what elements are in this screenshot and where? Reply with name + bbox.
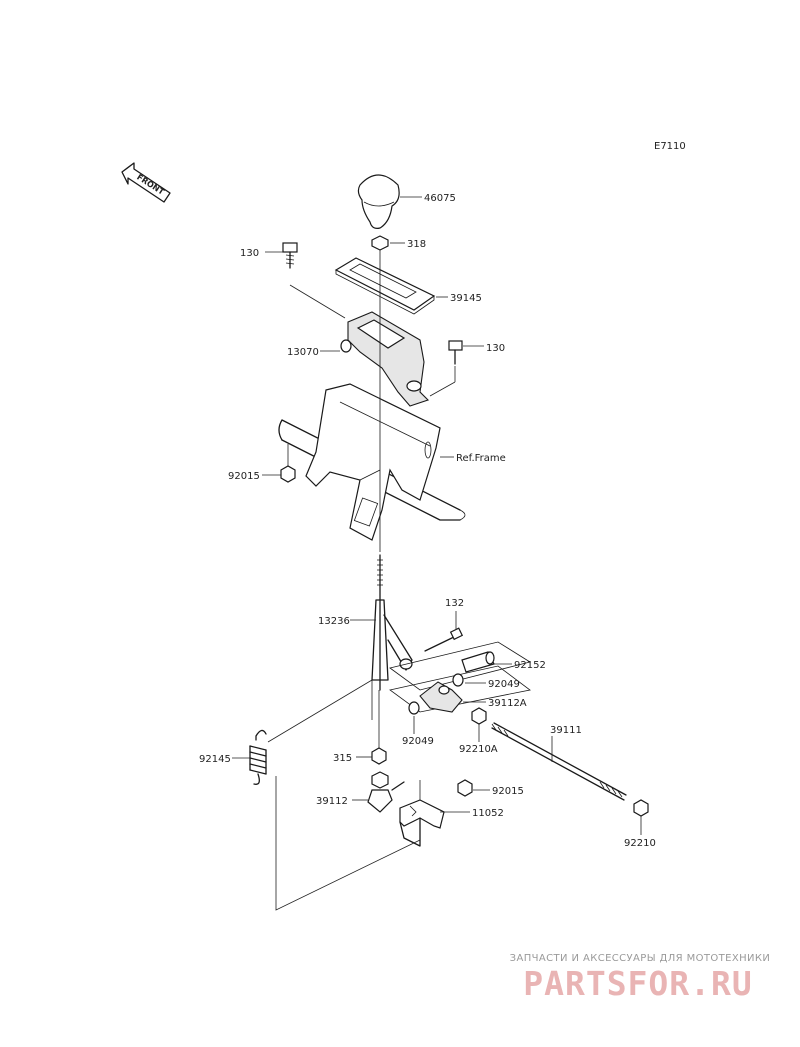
label-46075: 46075 xyxy=(424,193,456,204)
label-92152: 92152 xyxy=(514,660,546,671)
label-92049-lower: 92049 xyxy=(402,736,434,747)
label-13236: 13236 xyxy=(318,616,350,627)
label-130-left: 130 xyxy=(240,248,259,259)
cover-plate xyxy=(334,257,436,315)
label-39111: 39111 xyxy=(550,725,582,736)
label-92145: 92145 xyxy=(199,754,231,765)
label-130-right: 130 xyxy=(486,343,505,354)
label-92210a: 92210A xyxy=(459,744,498,755)
washer-92049-lower xyxy=(408,701,420,715)
arm-39112a xyxy=(419,681,463,713)
mount-bracket xyxy=(305,383,441,541)
pin-132 xyxy=(424,627,464,652)
bolt-130-right xyxy=(448,340,463,365)
label-39145: 39145 xyxy=(450,293,482,304)
shift-lever xyxy=(371,554,413,691)
label-92210: 92210 xyxy=(624,838,656,849)
rod-end-39112 xyxy=(367,771,405,813)
shift-knob xyxy=(357,174,400,229)
label-39112: 39112 xyxy=(316,796,348,807)
diagram-code: E7110 xyxy=(654,141,686,152)
label-ref-frame: Ref.Frame xyxy=(456,453,506,464)
watermark-logo: PARTSFOR.RU xyxy=(523,964,753,1003)
label-132: 132 xyxy=(445,598,464,609)
label-11052: 11052 xyxy=(472,808,504,819)
label-13070: 13070 xyxy=(287,347,319,358)
nut-92015-upper xyxy=(280,465,296,483)
collar-92152 xyxy=(461,651,495,673)
nut-318 xyxy=(371,235,389,251)
label-92049-upper: 92049 xyxy=(488,679,520,690)
bracket-11052 xyxy=(399,799,445,847)
watermark-tagline: ЗАПЧАСТИ И АКСЕССУАРЫ ДЛЯ МОТОТЕХНИКИ xyxy=(509,953,771,964)
label-92015-upper: 92015 xyxy=(228,471,260,482)
nut-92210a xyxy=(471,707,487,725)
spring-link-lines xyxy=(267,679,421,911)
label-318: 318 xyxy=(407,239,426,250)
nut-315 xyxy=(371,747,387,765)
label-39112a: 39112A xyxy=(488,698,527,709)
spring-92145 xyxy=(249,729,267,785)
rod-39111 xyxy=(491,722,627,801)
bolt-130-left xyxy=(282,242,298,269)
linkage-plane xyxy=(389,641,532,691)
label-92015-lower: 92015 xyxy=(492,786,524,797)
washer-92049-upper xyxy=(452,673,464,687)
shift-guide xyxy=(340,311,430,407)
nut-92015-lower xyxy=(457,779,473,797)
label-315: 315 xyxy=(333,753,352,764)
front-arrow-icon: FRONT xyxy=(121,162,171,203)
nut-92210 xyxy=(633,799,649,817)
